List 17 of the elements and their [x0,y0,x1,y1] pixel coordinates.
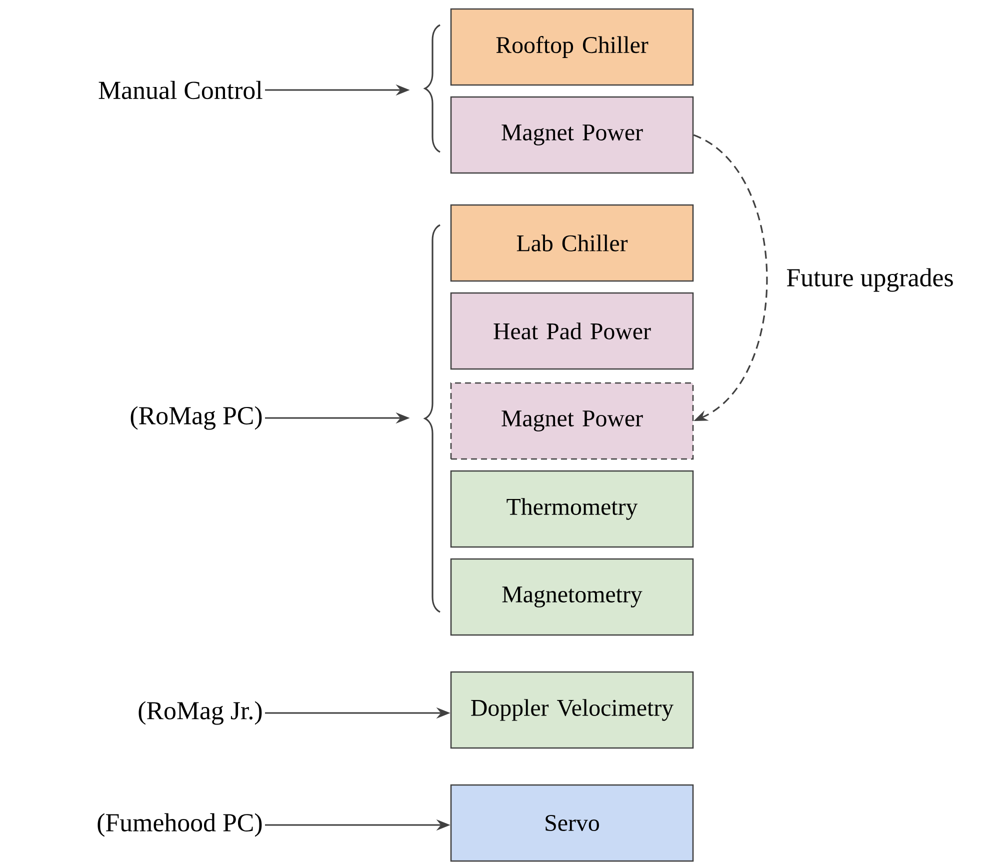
edge-label: Future upgrades [786,268,953,292]
brace [424,24,440,153]
system-box: Magnet Power [450,382,694,460]
system-box: Lab Chiller [450,204,694,282]
source-label: (Fumehood PC) [98,813,262,837]
arrow [693,134,768,421]
source-label: Manual Control [98,80,262,100]
system-box: Magnetometry [450,558,694,636]
system-box: Rooftop Chiller [450,8,694,86]
system-box: Doppler Velocimetry [450,671,694,749]
source-label: (RoMag Jr.) [138,701,262,725]
system-box: Servo [450,784,694,862]
system-box: Thermometry [450,470,694,548]
source-label: (RoMag PC) [130,406,262,430]
system-box: Heat Pad Power [450,292,694,370]
system-box: Magnet Power [450,96,694,174]
brace [424,224,440,613]
